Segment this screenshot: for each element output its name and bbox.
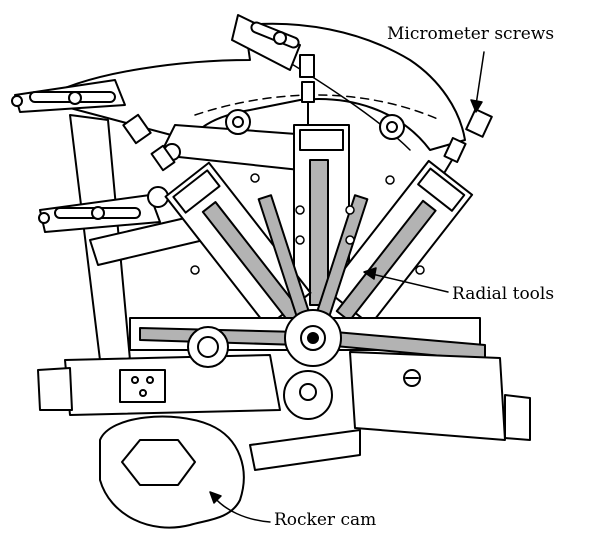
lower-left-arm	[38, 194, 161, 233]
callout-leaders	[209, 51, 485, 523]
rear-housing	[39, 22, 466, 361]
housing-bolts	[190, 173, 425, 275]
micrometer-screw	[439, 108, 493, 181]
top-arm	[231, 14, 301, 71]
micrometer-screw	[122, 113, 176, 172]
left-tool-slide	[164, 161, 312, 328]
rocker-cam	[99, 415, 361, 529]
right-tool-slide	[326, 159, 474, 326]
label-radial-tools: Radial tools	[452, 284, 555, 304]
upper-left-arm	[11, 79, 126, 113]
label-rocker-cam: Rocker cam	[274, 510, 377, 530]
label-micrometer-screws: Micrometer screws	[387, 24, 555, 44]
lower-base	[37, 326, 531, 441]
work-piece	[284, 309, 342, 367]
micrometer-screw	[299, 54, 315, 126]
